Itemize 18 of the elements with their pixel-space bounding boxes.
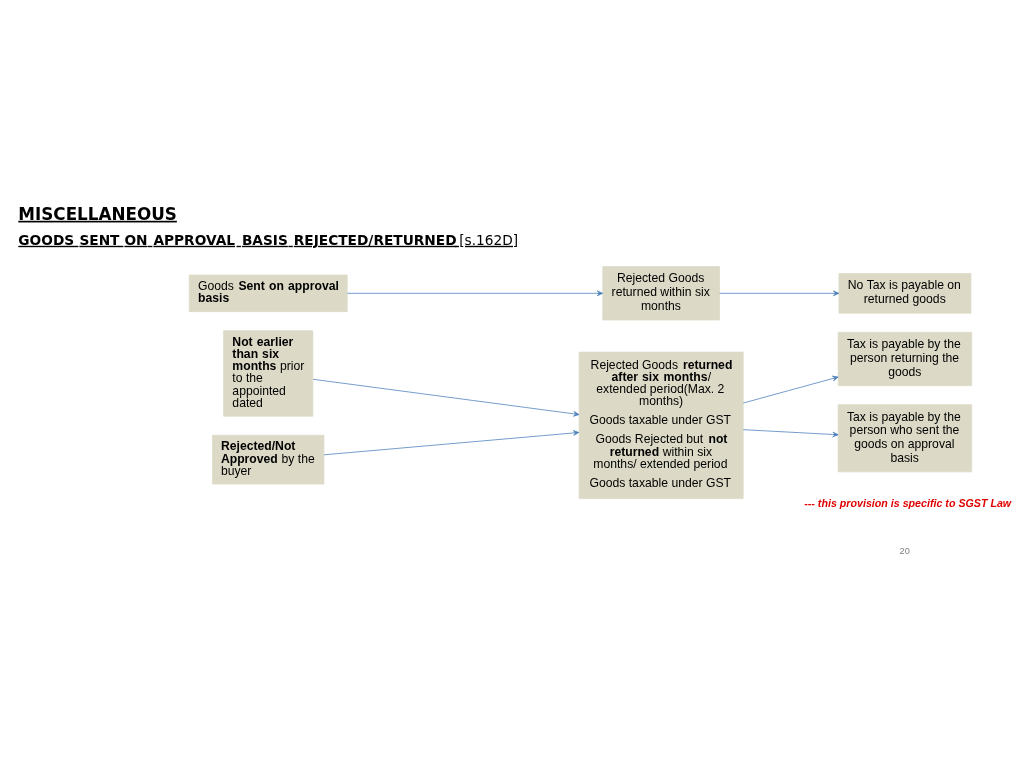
arrow	[323, 429, 580, 455]
arrow	[312, 378, 580, 417]
label: GOODS SENT ON APPROVAL BASIS REJECTED/RETURNED [s.162D]	[18, 231, 519, 248]
node-box: Rejected/Not Approved by the buyer	[212, 434, 325, 484]
node-box: Tax is payable by the person returning the goods	[837, 331, 973, 386]
node-box: Tax is payable by the person who sent the goods on approval basis	[837, 403, 973, 472]
arrow	[742, 428, 839, 437]
node-box: Rejected Goods returned within six months	[602, 265, 720, 320]
arrow	[346, 290, 603, 296]
arrow	[742, 375, 839, 403]
node-box: Rejected Goods returned after six months/ extended period(Max. 2 months) Goods taxable under GST Goods Rejected but not returned within six months/ extended period Goods taxable under GST	[578, 351, 744, 499]
label: --- this provision is specific to SGST Law	[804, 496, 1012, 509]
diagram-title: MISCELLANEOUS	[18, 203, 177, 224]
node-box: Goods Sent on approval basis	[188, 274, 348, 312]
node-box: No Tax is payable on returned goods	[838, 272, 972, 314]
arrow	[719, 290, 840, 296]
node-box: Not earlier than six months prior to the appointed dated	[223, 329, 314, 417]
label: 20	[899, 545, 910, 556]
